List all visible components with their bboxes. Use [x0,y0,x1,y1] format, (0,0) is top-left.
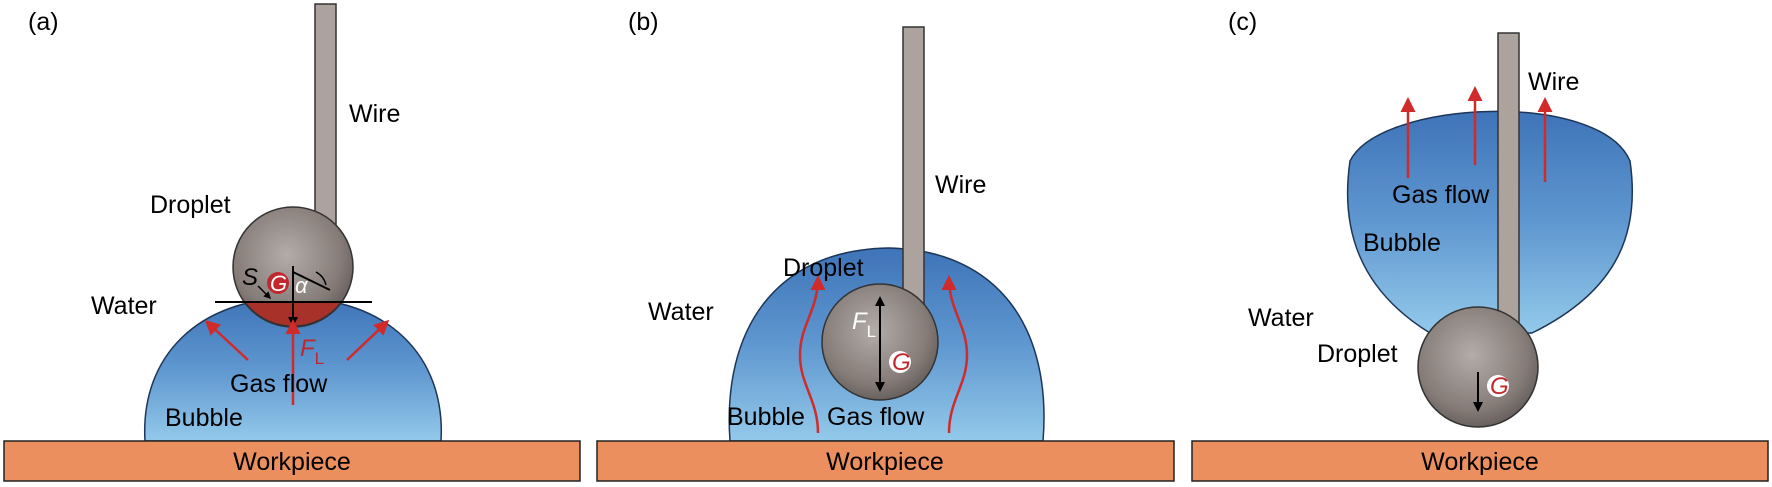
panel-b: (b) Workpiece FL G Wire Droplet Water Bu… [596,8,1175,482]
workpiece-a [3,440,581,482]
symbol-g-a: G [270,271,287,296]
panel-c: (c) Workpiece G Wire Gas flow Bubble Wat… [1191,8,1769,482]
water-a-label: Water [91,292,157,320]
gas-flow-line-right-b [941,275,969,434]
force-fl-a: FL [300,335,324,368]
wire-a [314,3,337,231]
bubble-a-label: Bubble [165,404,243,432]
g-badge-c [1487,375,1509,397]
symbol-alpha-a: α [295,273,309,298]
workpiece-a-label: Workpiece [233,448,351,476]
gas-flow-line-left-b [798,275,826,434]
droplet-c [1417,306,1539,428]
panel-c-tag: (c) [1228,8,1257,36]
workpiece-c [1191,440,1769,482]
panel-a-tag: (a) [28,8,59,36]
symbol-g-b: G [892,349,911,376]
bubble-c-label: Bubble [1363,229,1441,257]
bubble-c [1346,110,1634,334]
wire-b [902,26,925,314]
droplet-c-label: Droplet [1317,340,1398,368]
droplet-a-label: Droplet [150,191,231,219]
gas-flow-a-label: Gas flow [230,370,328,398]
workpiece-b-label: Workpiece [826,448,944,476]
wire-c-label: Wire [1528,68,1579,96]
panel-b-tag: (b) [628,8,659,36]
angle-line-a [292,271,331,291]
symbol-g-c: G [1490,373,1509,400]
wire-c [1497,32,1520,324]
bubble-b-label: Bubble [727,403,805,431]
g-badge-a [267,272,289,294]
wire-b-label: Wire [935,171,986,199]
workpiece-c-label: Workpiece [1421,448,1539,476]
panel-a: (a) Workpiece S G α FL Wire Droplet Wate… [3,3,581,482]
wire-a-label: Wire [349,100,400,128]
force-fl-b: FL [852,308,876,341]
gas-flow-c-label: Gas flow [1392,181,1490,209]
s-pointer-a [257,285,272,300]
water-c-label: Water [1248,304,1314,332]
symbol-s-a: S [242,264,258,291]
droplet-b-label: Droplet [783,254,864,282]
g-badge-b [889,351,911,373]
gas-flow-b-label: Gas flow [827,403,925,431]
angle-arc-a [315,271,327,286]
workpiece-b [596,440,1175,482]
gas-arrow-right-a [346,319,390,361]
gas-arrow-left-a [204,319,249,361]
water-b-label: Water [648,298,714,326]
